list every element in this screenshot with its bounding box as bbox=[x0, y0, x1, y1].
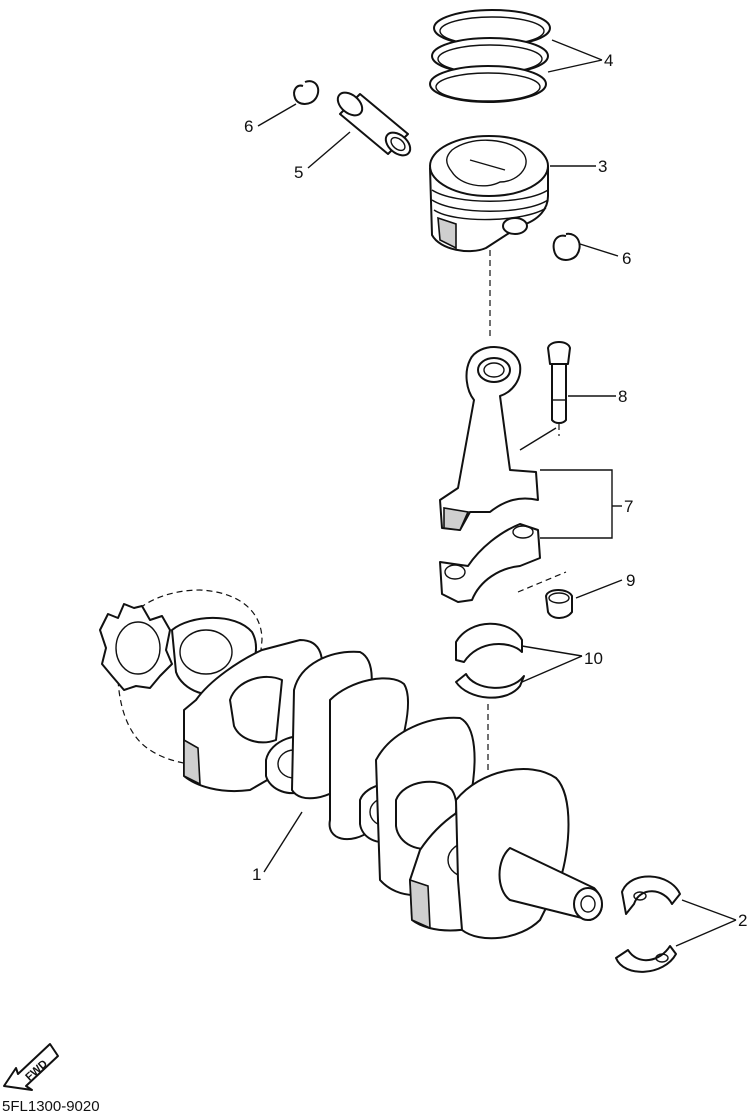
callout-2: 2 bbox=[738, 911, 747, 930]
circlip-right bbox=[552, 232, 581, 261]
leader-lines bbox=[257, 39, 737, 947]
callout-9: 9 bbox=[626, 571, 635, 590]
rod-bolt bbox=[547, 341, 571, 436]
callout-5: 5 bbox=[294, 163, 303, 182]
callout-1: 1 bbox=[252, 865, 261, 884]
callout-6-top: 6 bbox=[244, 117, 253, 136]
callout-6-right: 6 bbox=[622, 249, 631, 268]
connecting-rod-cap bbox=[439, 523, 541, 603]
callout-4: 4 bbox=[604, 51, 613, 70]
callout-8: 8 bbox=[618, 387, 627, 406]
main-bearings bbox=[615, 875, 681, 973]
crankshaft bbox=[99, 589, 603, 940]
crank-bearings bbox=[455, 622, 525, 770]
diagram-code: 5FL1300-9020 bbox=[2, 1098, 100, 1115]
circlip-top bbox=[293, 80, 320, 105]
piston-rings bbox=[429, 9, 551, 103]
piston-pin bbox=[336, 91, 412, 157]
callout-10: 10 bbox=[584, 649, 603, 668]
connecting-rod bbox=[439, 346, 539, 531]
piston bbox=[429, 135, 549, 253]
callout-7: 7 bbox=[624, 497, 633, 516]
rod-nut bbox=[517, 571, 573, 619]
callouts: 1 2 3 4 5 6 6 7 8 9 10 bbox=[244, 51, 747, 930]
callout-3: 3 bbox=[598, 157, 607, 176]
forward-arrow-icon: FWD bbox=[3, 1043, 59, 1091]
crank-gear bbox=[99, 603, 173, 691]
